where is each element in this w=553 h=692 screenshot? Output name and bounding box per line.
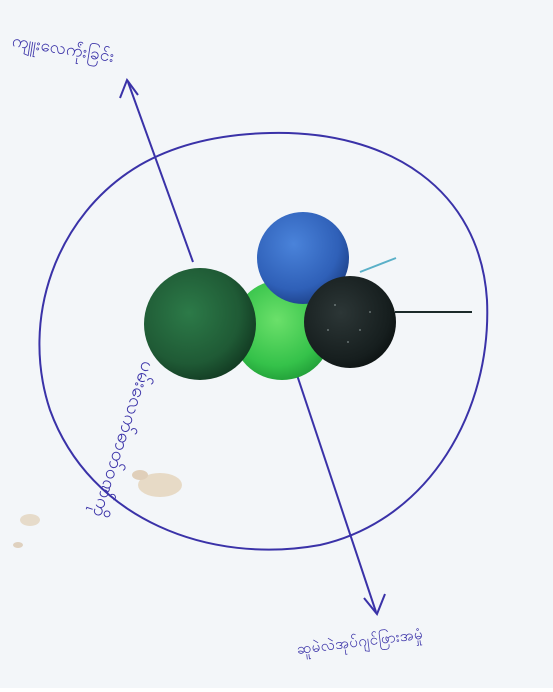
ray-line-upper: [360, 258, 396, 272]
dark-green-ball: [144, 268, 256, 380]
arrow-down-icon: [297, 375, 385, 614]
black-ball: [304, 276, 396, 368]
